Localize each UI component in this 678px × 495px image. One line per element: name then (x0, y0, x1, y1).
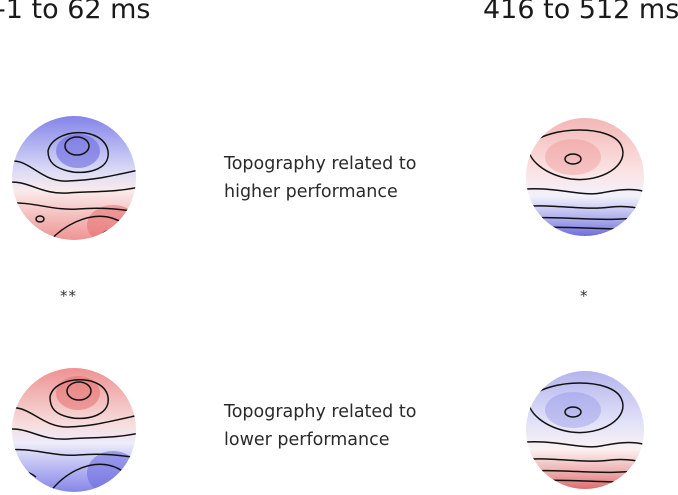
higher-label-line2: higher performance (224, 182, 398, 202)
lower-label-line2: lower performance (224, 430, 390, 450)
higher-label-line1: Topography related to (224, 154, 417, 174)
time-window-left-header: -1 to 62 ms (0, 0, 151, 25)
topomap-late-lower (521, 368, 649, 493)
higher-performance-label: Topography related to higher performance (224, 150, 484, 206)
significance-right: * (580, 287, 589, 305)
lower-label-line1: Topography related to (224, 402, 417, 422)
topomap-early-higher (8, 113, 140, 243)
lower-performance-label: Topography related to lower performance (224, 398, 484, 454)
significance-left: ** (60, 287, 77, 305)
time-window-right-header: 416 to 512 ms (483, 0, 678, 25)
topomap-early-lower (8, 365, 140, 495)
topomap-late-higher (521, 115, 649, 240)
